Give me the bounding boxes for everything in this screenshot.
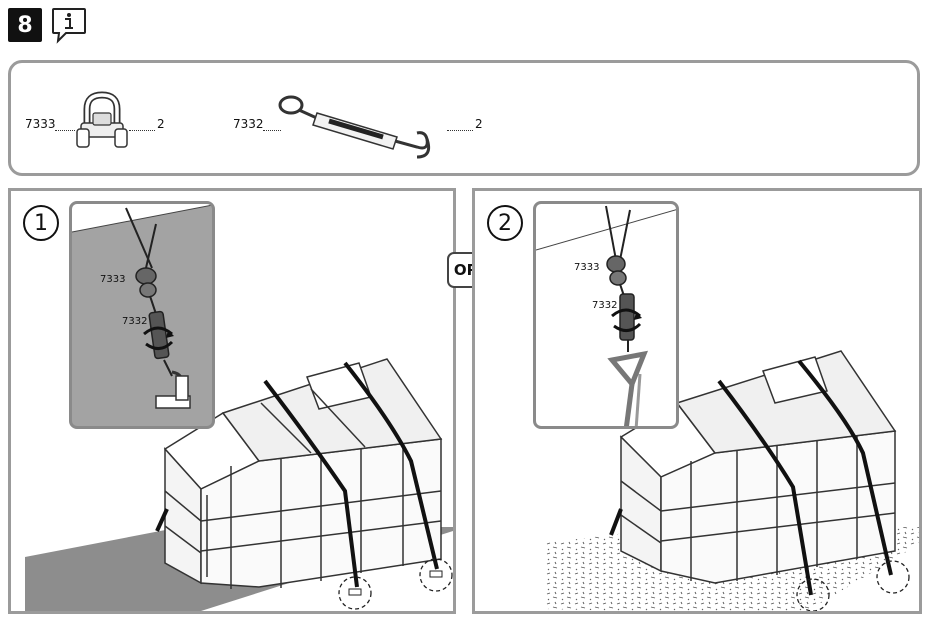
greenhouse-drawing xyxy=(619,350,897,584)
turnbuckle-icon xyxy=(278,95,431,159)
option-number: 2 xyxy=(487,205,523,241)
option-1-panel: 1 7333 7332 xyxy=(8,188,456,614)
step-number-badge: 8 xyxy=(8,8,42,42)
detail-label: 7332 xyxy=(122,316,148,327)
anchor-highlight xyxy=(796,578,830,611)
detail-inset: 7333 7332 xyxy=(69,201,215,429)
tie-down-strap xyxy=(155,508,169,532)
part-code: 7332 xyxy=(233,117,264,131)
wire-rope-clip-icon xyxy=(76,91,128,148)
parts-list-box: 7333 2 7332 2 xyxy=(8,60,920,176)
part-quantity: 2 xyxy=(157,117,165,131)
tie-down-strap xyxy=(609,508,623,536)
info-icon xyxy=(52,8,86,44)
option-number: 1 xyxy=(23,205,59,241)
detail-label: 7332 xyxy=(592,300,618,311)
option-2-panel: 2 7333 7332 xyxy=(472,188,922,614)
anchor-highlight xyxy=(419,558,453,592)
detail-label: 7333 xyxy=(574,262,600,273)
leader-dots xyxy=(263,130,281,131)
tie-down-strap xyxy=(797,359,893,576)
detail-inset: 7333 7332 xyxy=(533,201,679,429)
part-code: 7333 xyxy=(25,117,56,131)
leader-dots xyxy=(55,130,75,131)
greenhouse-drawing xyxy=(163,358,443,589)
part-quantity: 2 xyxy=(475,117,483,131)
detail-drawing xyxy=(536,205,676,426)
greenhouse-scene xyxy=(25,358,453,611)
detail-drawing xyxy=(72,204,212,409)
tie-down-strap xyxy=(717,379,813,596)
leader-dots xyxy=(129,130,155,131)
tie-down-strap xyxy=(343,361,439,570)
tie-down-strap xyxy=(263,379,359,588)
greenhouse-scene xyxy=(545,350,919,611)
detail-label: 7333 xyxy=(100,274,126,285)
anchor-highlight xyxy=(876,560,910,594)
anchor-highlight xyxy=(338,576,372,610)
leader-dots xyxy=(447,130,473,131)
